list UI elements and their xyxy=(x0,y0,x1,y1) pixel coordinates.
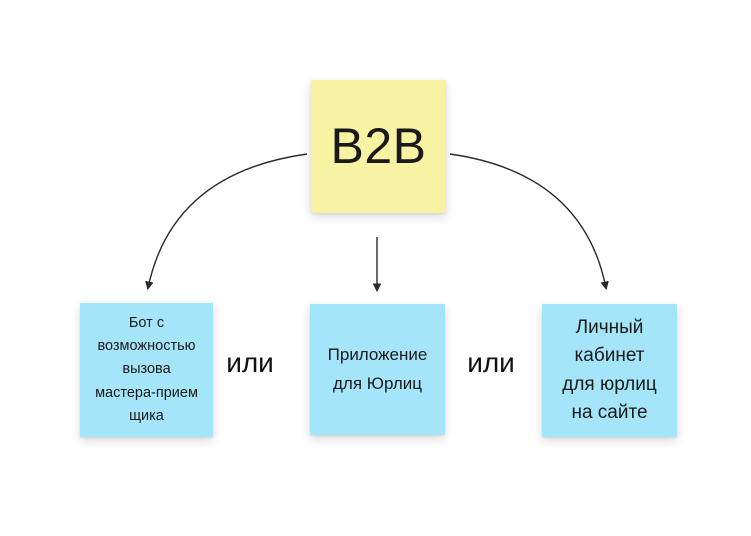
or-label-1[interactable]: или xyxy=(226,347,274,378)
sticky-note-bot-option-label: Бот с возможностью вызова мастера-прием … xyxy=(95,315,198,424)
sticky-note-b2b[interactable]: B2B xyxy=(311,80,446,213)
sticky-note-bot-option[interactable]: Бот с возможностью вызова мастера-прием … xyxy=(80,303,213,437)
sticky-note-app-option[interactable]: Приложение для Юрлиц xyxy=(310,304,445,435)
sticky-note-cabinet-option[interactable]: Личный кабинет для юрлиц на сайте xyxy=(542,304,677,437)
sticky-note-b2b-label: B2B xyxy=(330,118,427,174)
or-label-2[interactable]: или xyxy=(467,347,515,378)
arrow-root-to-cabinet[interactable] xyxy=(449,153,606,288)
arrow-root-to-bot[interactable] xyxy=(148,153,308,288)
sticky-note-app-option-label: Приложение для Юрлиц xyxy=(327,345,428,393)
sticky-note-cabinet-option-label: Личный кабинет для юрлиц на сайте xyxy=(562,316,657,424)
